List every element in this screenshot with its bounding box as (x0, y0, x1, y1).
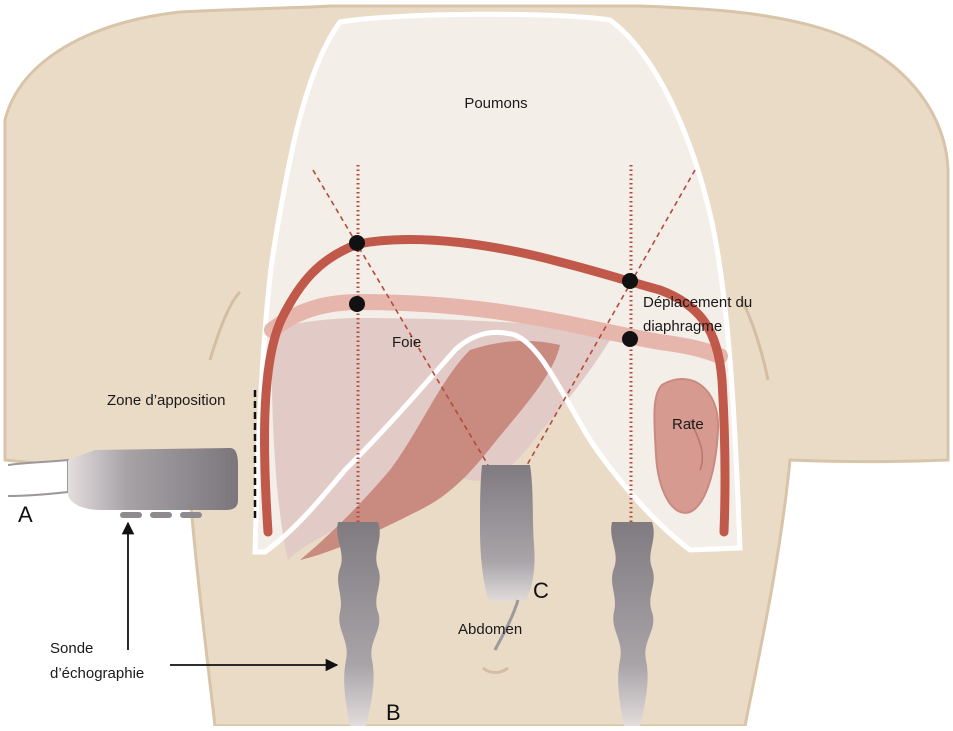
probe-a-body (68, 448, 238, 510)
label-probe-line1: Sonde (50, 640, 93, 657)
probe-a-pad-1 (120, 512, 142, 518)
probe-a-pad-3 (180, 512, 202, 518)
label-diaphragm-line1: Déplacement du (643, 294, 752, 311)
label-spleen: Rate (672, 416, 704, 433)
diaphragm-point-right-expiration (622, 331, 638, 347)
marker-a: A (18, 502, 33, 527)
diaphragm-point-left-inspiration (349, 235, 365, 251)
label-diaphragm-line2: diaphragme (643, 318, 722, 335)
diaphragm-point-left-expiration (349, 296, 365, 312)
diaphragm-point-right-inspiration (622, 273, 638, 289)
label-liver: Foie (392, 334, 421, 351)
label-lungs: Poumons (464, 95, 527, 112)
probe-a-cable (8, 460, 68, 496)
marker-b: B (386, 700, 401, 725)
probe-a-pad-2 (150, 512, 172, 518)
probe-c-body (480, 465, 535, 602)
marker-c: C (533, 578, 549, 603)
label-probe-line2: d’échographie (50, 665, 144, 682)
label-apposition-zone: Zone d’apposition (107, 392, 225, 409)
label-abdomen: Abdomen (458, 621, 522, 638)
